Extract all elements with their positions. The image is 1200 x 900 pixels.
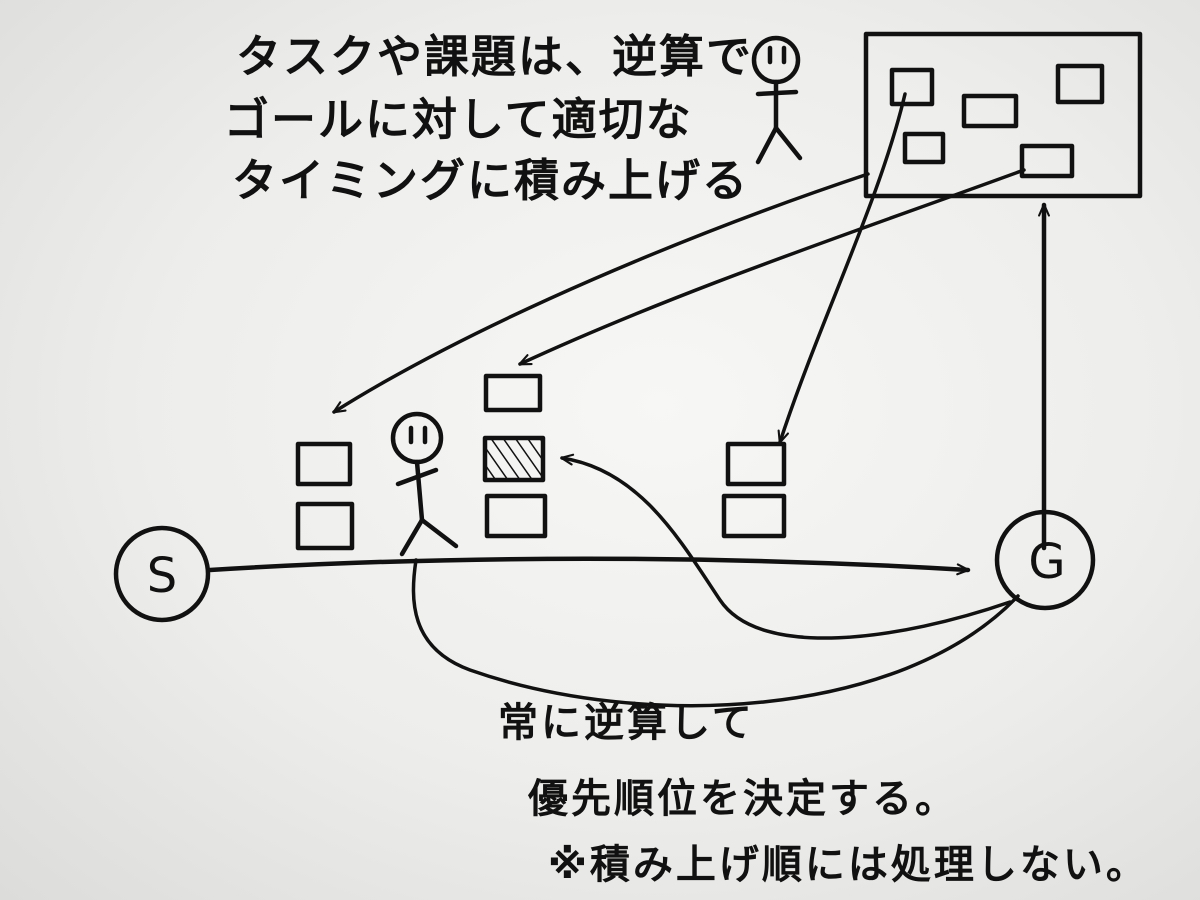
task-box <box>721 493 787 539</box>
task-box <box>295 501 355 551</box>
note-line-1: 常に逆算して <box>498 700 755 746</box>
arrow-goal-to-figure <box>411 558 1020 708</box>
arrow-to-right-stack <box>777 92 907 444</box>
board-task-box <box>1019 143 1075 179</box>
path-start-to-goal <box>207 556 971 576</box>
goal-node: G <box>994 509 1096 611</box>
task-stack-middle <box>482 373 548 539</box>
start-node: S <box>113 525 211 623</box>
start-circle <box>113 525 211 623</box>
arrow-goal-to-hatched-task <box>560 453 1012 640</box>
arrow-to-middle-stack <box>518 168 1026 366</box>
board-task-box <box>889 67 935 107</box>
task-box <box>483 373 543 413</box>
title-line-2: ゴールに対して適切な <box>224 93 693 146</box>
stick-figure-icon <box>390 411 459 557</box>
notes: 常に逆算して 優先順位を決定する。 ※積み上げ順には処理しない。 <box>498 700 1149 888</box>
title: タスクや課題は、逆算で ゴールに対して適切な タイミングに積み上げる <box>224 30 753 207</box>
title-line-3: タイミングに積み上げる <box>232 154 749 207</box>
board-task-box <box>961 93 1019 129</box>
goal-circle <box>994 509 1096 611</box>
board-task-box <box>902 131 946 165</box>
hatched-task-box-icon <box>482 435 546 483</box>
board-task-box <box>1055 63 1105 105</box>
arrow-to-left-stack <box>332 172 870 414</box>
goal-label: G <box>1028 534 1065 590</box>
task-box <box>484 493 548 539</box>
task-box <box>295 441 353 487</box>
task-stack-left <box>295 441 355 551</box>
note-line-3: ※積み上げ順には処理しない。 <box>548 842 1149 888</box>
start-label: S <box>147 548 177 604</box>
note-line-2: 優先順位を決定する。 <box>527 776 958 822</box>
task-box <box>725 441 787 487</box>
task-board-icon <box>863 31 1143 199</box>
task-stack-right <box>721 441 787 539</box>
title-line-1: タスクや課題は、逆算で <box>236 30 753 83</box>
backcast-arrows <box>411 453 1020 708</box>
allocation-arrows <box>332 92 1026 444</box>
stick-figure-icon <box>751 35 803 165</box>
